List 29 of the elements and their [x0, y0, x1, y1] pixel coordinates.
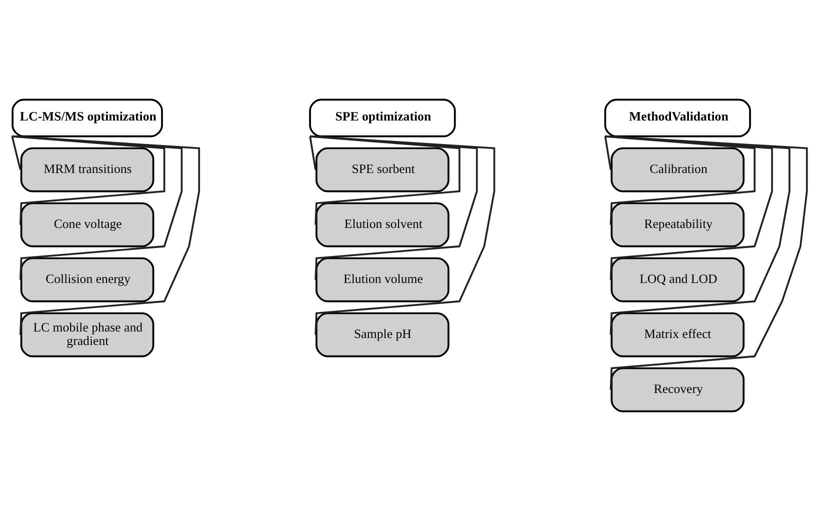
connector	[605, 135, 808, 390]
connector	[12, 135, 200, 335]
connector	[310, 135, 496, 335]
node-box: LC mobile phase and gradient	[20, 312, 154, 358]
connector	[310, 135, 478, 280]
connector	[605, 135, 790, 335]
node-box: Repeatability	[610, 202, 745, 248]
node-box: SPE optimization	[309, 98, 456, 138]
node-box: MethodValidation	[604, 98, 751, 138]
node-box: Collision energy	[20, 257, 154, 302]
node-box: SPE sorbent	[316, 147, 450, 192]
connector	[11, 136, 22, 170]
node-box: Elution volume	[316, 257, 450, 302]
node-box: Elution solvent	[316, 202, 450, 248]
connector	[309, 136, 316, 170]
connector	[12, 135, 166, 225]
node-box: LC-MS/MS optimization	[12, 98, 163, 138]
node-box: Cone voltage	[20, 202, 154, 248]
connector	[605, 135, 756, 225]
node-box: MRM transitions	[20, 147, 154, 192]
connector	[12, 135, 183, 280]
connector	[310, 135, 460, 225]
node-box: Calibration	[610, 147, 745, 192]
node-box: Recovery	[610, 367, 745, 412]
node-box: Sample pH	[316, 312, 450, 358]
node-box: LOQ and LOD	[610, 257, 745, 302]
connector	[604, 136, 612, 170]
node-box: Matrix effect	[610, 312, 745, 358]
connector	[605, 135, 773, 280]
